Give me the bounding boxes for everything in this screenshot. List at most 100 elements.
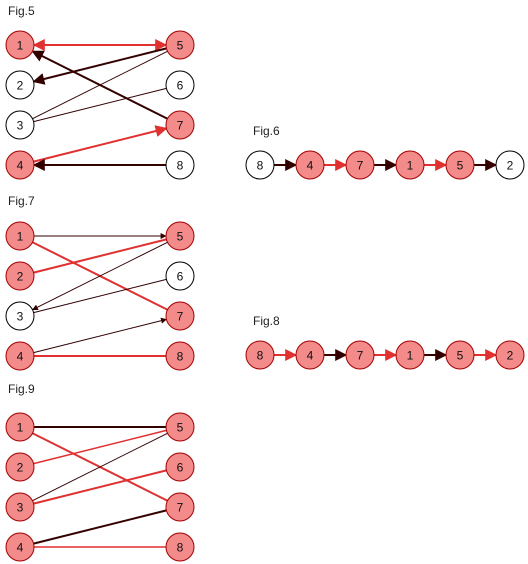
node-label: 8 xyxy=(257,349,264,363)
node-label: 5 xyxy=(177,230,184,244)
node-circle xyxy=(395,150,425,180)
node-circle xyxy=(445,340,475,370)
node-f5-6: 6 xyxy=(165,70,195,100)
node-circle xyxy=(5,261,35,291)
edge-f7-5-f7-3 xyxy=(31,241,168,311)
edge-f5-3-f5-6 xyxy=(33,87,167,123)
node-f5-1: 1 xyxy=(5,30,35,60)
node-circle xyxy=(5,301,35,331)
node-circle xyxy=(5,412,35,442)
node-f9-2: 2 xyxy=(5,452,35,482)
edge-f9-4-f9-7 xyxy=(33,509,167,545)
node-f7-7: 7 xyxy=(165,301,195,331)
node-circle xyxy=(345,340,375,370)
node-circle xyxy=(5,532,35,562)
node-f6-1: 1 xyxy=(395,150,425,180)
node-label: 6 xyxy=(177,270,184,284)
node-f5-7: 7 xyxy=(165,110,195,140)
node-label: 4 xyxy=(17,159,24,173)
node-label: 4 xyxy=(307,159,314,173)
figure-label: Fig.8 xyxy=(253,314,280,328)
node-f7-6: 6 xyxy=(165,261,195,291)
node-label: 1 xyxy=(17,230,24,244)
node-label: 8 xyxy=(177,159,184,173)
node-label: 3 xyxy=(17,310,24,324)
node-circle xyxy=(345,150,375,180)
node-circle xyxy=(165,412,195,442)
node-f8-5: 5 xyxy=(445,340,475,370)
node-label: 6 xyxy=(177,79,184,93)
node-circle xyxy=(245,340,275,370)
node-circle xyxy=(165,150,195,180)
node-f5-3: 3 xyxy=(5,110,35,140)
node-label: 3 xyxy=(17,501,24,515)
node-circle xyxy=(5,492,35,522)
node-f9-3: 3 xyxy=(5,492,35,522)
node-f9-8: 8 xyxy=(165,532,195,562)
node-label: 7 xyxy=(177,310,184,324)
node-circle xyxy=(5,30,35,60)
edge-f7-4-f7-7 xyxy=(33,317,168,354)
node-label: 1 xyxy=(17,39,24,53)
figure-label: Fig.9 xyxy=(8,382,35,396)
node-label: 7 xyxy=(177,501,184,515)
node-f5-8: 8 xyxy=(165,150,195,180)
node-f9-6: 6 xyxy=(165,452,195,482)
node-circle xyxy=(165,110,195,140)
node-label: 5 xyxy=(177,39,184,53)
node-label: 2 xyxy=(17,461,24,475)
node-f5-5: 5 xyxy=(165,30,195,60)
node-label: 4 xyxy=(307,349,314,363)
node-circle xyxy=(5,452,35,482)
node-f6-7: 7 xyxy=(345,150,375,180)
node-label: 1 xyxy=(17,421,24,435)
node-f8-2: 2 xyxy=(495,340,525,370)
figure-label: Fig.7 xyxy=(8,194,35,208)
node-f8-7: 7 xyxy=(345,340,375,370)
node-label: 1 xyxy=(407,349,414,363)
node-f8-8: 8 xyxy=(245,340,275,370)
node-circle xyxy=(445,150,475,180)
edge-f5-7-f5-1 xyxy=(31,50,168,120)
node-circle xyxy=(5,341,35,371)
node-f7-3: 3 xyxy=(5,301,35,331)
node-circle xyxy=(165,261,195,291)
node-f6-4: 4 xyxy=(295,150,325,180)
node-f6-2: 2 xyxy=(495,150,525,180)
node-circle xyxy=(165,341,195,371)
edge-f9-3-f9-5 xyxy=(32,432,168,502)
node-circle xyxy=(165,492,195,522)
node-f7-1: 1 xyxy=(5,221,35,251)
node-label: 5 xyxy=(177,421,184,435)
node-label: 2 xyxy=(507,159,514,173)
edge-f7-6-f7-3 xyxy=(33,278,167,314)
node-circle xyxy=(165,30,195,60)
node-f7-2: 2 xyxy=(5,261,35,291)
node-f9-4: 4 xyxy=(5,532,35,562)
edge-f5-5-f5-2 xyxy=(32,47,167,85)
node-circle xyxy=(165,301,195,331)
node-f9-7: 7 xyxy=(165,492,195,522)
edge-f5-4-f5-7 xyxy=(33,125,168,163)
node-circle xyxy=(165,70,195,100)
node-label: 7 xyxy=(357,159,364,173)
figure-label: Fig.6 xyxy=(253,124,280,138)
node-label: 8 xyxy=(177,541,184,555)
node-f6-5: 5 xyxy=(445,150,475,180)
node-label: 5 xyxy=(457,349,464,363)
node-circle xyxy=(295,340,325,370)
node-circle xyxy=(5,70,35,100)
node-label: 3 xyxy=(17,119,24,133)
node-label: 5 xyxy=(457,159,464,173)
edge-f7-2-f7-5 xyxy=(33,238,167,274)
node-circle xyxy=(245,150,275,180)
node-label: 8 xyxy=(177,350,184,364)
node-circle xyxy=(495,340,525,370)
node-f7-4: 4 xyxy=(5,341,35,371)
node-f8-4: 4 xyxy=(295,340,325,370)
node-circle xyxy=(395,340,425,370)
node-label: 2 xyxy=(507,349,514,363)
node-f6-8: 8 xyxy=(245,150,275,180)
node-circle xyxy=(165,221,195,251)
